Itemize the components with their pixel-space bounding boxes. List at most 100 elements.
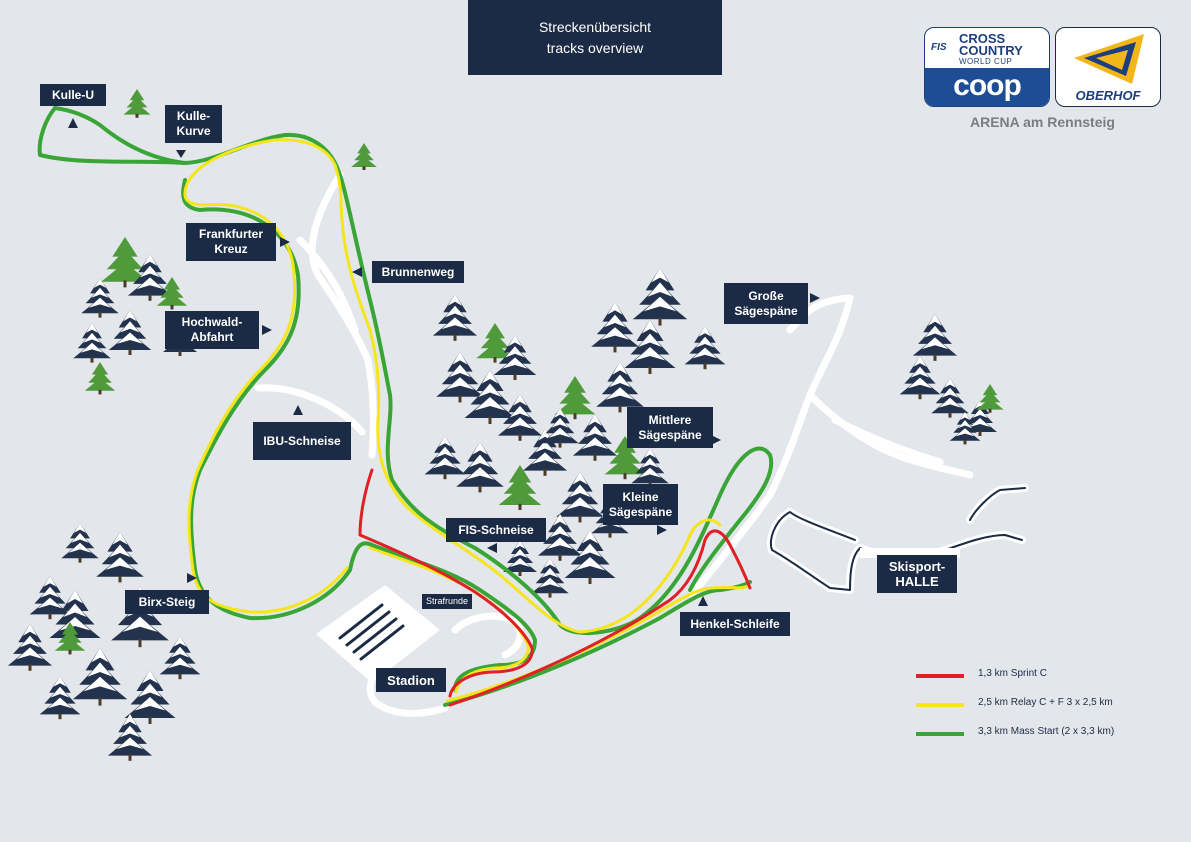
roads [254, 171, 974, 717]
legend-line-green [916, 732, 964, 736]
tree-icon [432, 294, 478, 341]
marker-hochwald-icon [262, 325, 272, 335]
legend-label-sprint: 1,3 km Sprint C [978, 668, 1047, 679]
arena-name: ARENA am Rennsteig [970, 114, 1115, 130]
tree-icon [54, 622, 86, 655]
tree-icon [124, 670, 176, 724]
track-red-east [448, 529, 752, 707]
legend-label-relay: 2,5 km Relay C + F 3 x 2,5 km [978, 697, 1113, 708]
tree-icon [456, 442, 504, 493]
tree-icon [72, 648, 128, 706]
oberhof-logo: OBERHOF [1055, 27, 1161, 107]
marker-kleine-icon [657, 525, 667, 535]
label-fis-schneise: FIS-Schneise [446, 518, 546, 542]
track-green-kulle [53, 106, 187, 165]
tree-icon [39, 676, 81, 720]
label-brunnenweg: Brunnenweg [372, 261, 464, 283]
tree-icon [572, 414, 618, 461]
legend-label-mass-start: 3,3 km Mass Start (2 x 3,3 km) [978, 726, 1115, 737]
tree-icon [596, 362, 644, 413]
label-ibu-schneise: IBU-Schneise [253, 422, 351, 460]
tree-icon [537, 514, 583, 561]
tree-icon [604, 436, 646, 480]
tree-icon [424, 436, 466, 480]
marker-kulle-kurve-icon [176, 150, 186, 158]
tree-icon [493, 335, 537, 380]
track-green-west [181, 178, 537, 692]
marker-fis-schneise-icon [487, 543, 497, 553]
fis-logo-top: FIS CROSS COUNTRY WORLD CUP [925, 28, 1049, 68]
tree-icon [899, 356, 941, 400]
marker-birx-icon [187, 573, 197, 583]
fis-line3: WORLD CUP [959, 57, 1013, 66]
tree-icon [949, 412, 981, 445]
tree-icon [101, 237, 149, 288]
tree-icon [976, 384, 1004, 413]
fis-line1: CROSS [959, 31, 1006, 46]
fis-line2: COUNTRY [959, 43, 1023, 58]
title-line2: tracks overview [546, 39, 644, 56]
coop-wordmark: coop [925, 68, 1049, 106]
title-box: Streckenübersicht tracks overview [468, 0, 722, 75]
tree-icon [503, 540, 537, 576]
label-hochwald-abfahrt: Hochwald-Abfahrt [165, 311, 259, 349]
tree-icon [497, 394, 543, 441]
tree-icon [73, 323, 111, 363]
tree-icon [107, 714, 153, 761]
fis-coop-logo: FIS CROSS COUNTRY WORLD CUP coop [924, 27, 1050, 107]
tree-icon [624, 320, 676, 374]
trees [7, 89, 1004, 761]
tree-icon [156, 277, 188, 310]
oberhof-emblem-icon [1074, 34, 1144, 84]
track-green-main [37, 106, 774, 636]
tree-icon [123, 89, 151, 118]
tree-icon [554, 376, 596, 420]
tree-icon [108, 310, 152, 355]
oberhof-wordmark: OBERHOF [1075, 88, 1141, 103]
tree-icon [498, 465, 542, 510]
tree-icon [531, 558, 569, 598]
label-henkel-schleife: Henkel-Schleife [680, 612, 790, 636]
tree-icon [564, 530, 616, 584]
track-yellow-stadium [368, 546, 530, 694]
tree-icon [81, 278, 119, 318]
marker-henkel-icon [698, 596, 708, 606]
marker-kulle-u-icon [68, 118, 78, 128]
tree-icon [476, 323, 514, 363]
title-line1: Streckenübersicht [538, 18, 652, 35]
tree-icon [159, 636, 201, 680]
tree-icon [464, 370, 516, 424]
legend-line-red [916, 674, 964, 678]
tree-icon [931, 378, 969, 418]
marker-grosse-icon [810, 293, 820, 303]
marker-frankfurter-icon [280, 237, 290, 247]
tree-icon [591, 302, 639, 353]
tree-icon [912, 314, 958, 361]
marker-mittlere-icon [711, 435, 721, 445]
track-yellow-west [183, 180, 349, 614]
tree-icon [436, 352, 484, 403]
tree-icon [29, 576, 71, 620]
tree-icon [61, 523, 99, 563]
label-skisport-halle: Skisport-HALLE [877, 555, 957, 593]
tree-icon [351, 143, 377, 170]
tree-icon [541, 408, 579, 448]
label-birx-steig: Birx-Steig [125, 590, 209, 614]
shooting-lanes [338, 603, 405, 661]
tree-icon [632, 268, 688, 326]
tree-icon [7, 624, 53, 671]
label-kulle-kurve: Kulle-Kurve [165, 105, 222, 143]
label-kulle-u: Kulle-U [40, 84, 106, 106]
tree-icon [684, 326, 726, 370]
track-yellow-north [186, 138, 722, 634]
marker-ibu-icon [293, 405, 303, 415]
fis-mark: FIS [931, 42, 947, 53]
label-strafrunde: Strafrunde [422, 594, 473, 609]
